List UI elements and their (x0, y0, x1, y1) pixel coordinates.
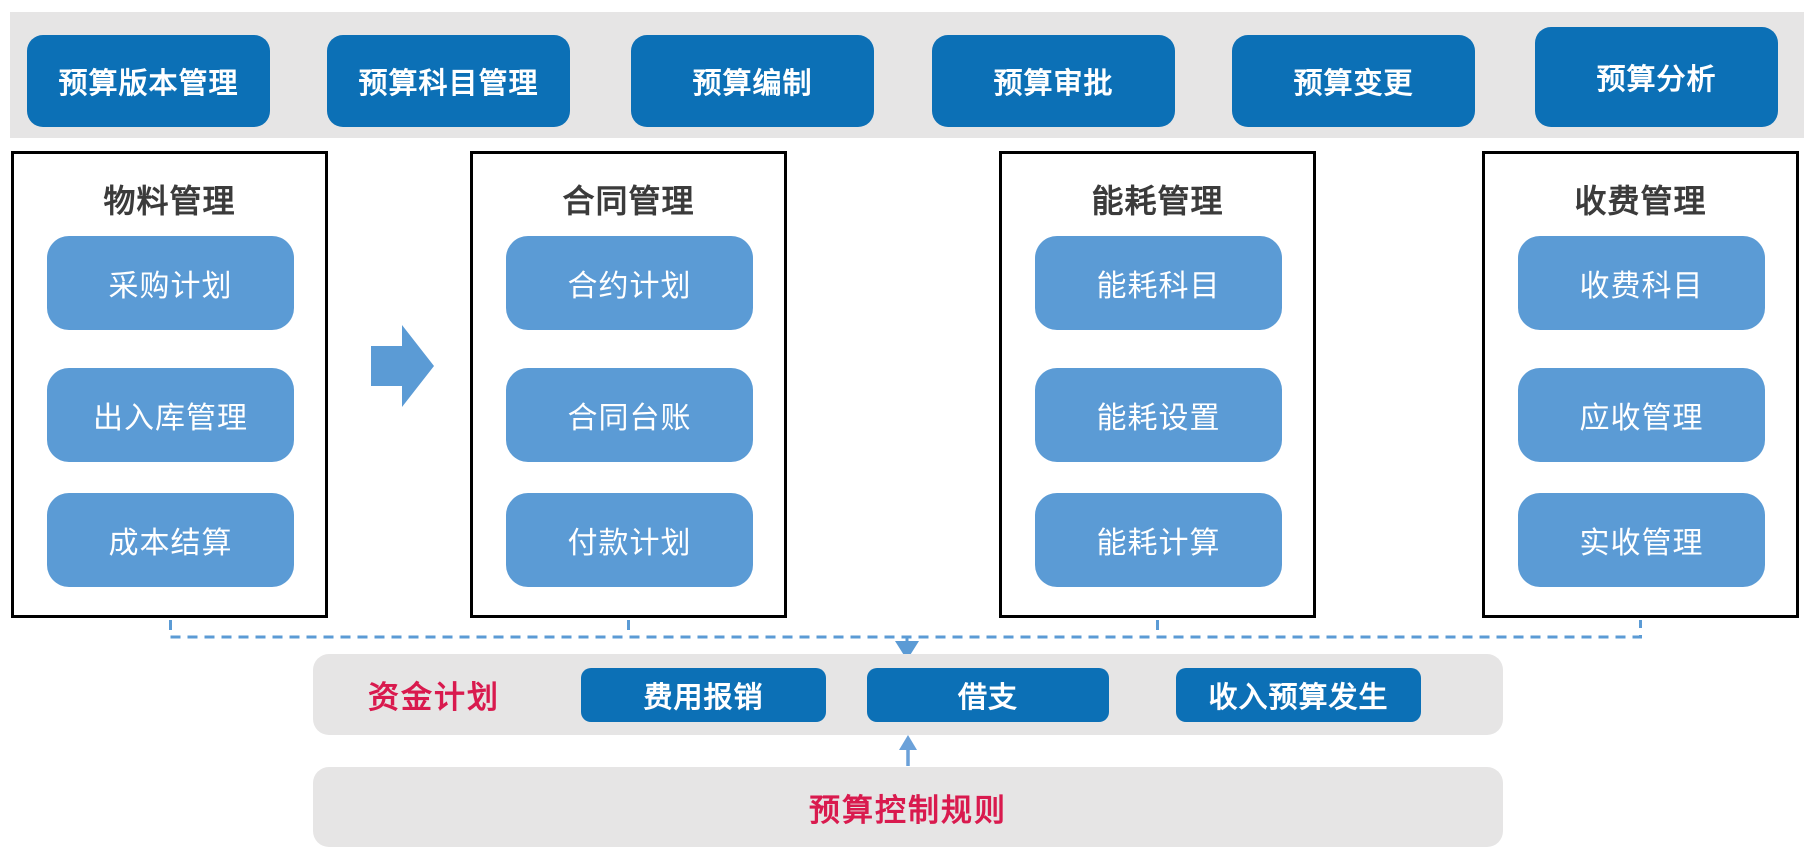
module-item[interactable]: 合约计划 (506, 236, 753, 330)
funding-plan-bar: 资金计划 费用报销 借支 收入预算发生 (313, 654, 1503, 735)
module-item[interactable]: 应收管理 (1518, 368, 1765, 462)
module-item[interactable]: 收费科目 (1518, 236, 1765, 330)
band-button-budget-analysis[interactable]: 预算分析 (1535, 27, 1778, 127)
band-button-budget-subject[interactable]: 预算科目管理 (327, 35, 570, 127)
band-button-budget-version[interactable]: 预算版本管理 (27, 35, 270, 127)
module-item[interactable]: 付款计划 (506, 493, 753, 587)
band-button-budget-approval[interactable]: 预算审批 (932, 35, 1175, 127)
module-item[interactable]: 出入库管理 (47, 368, 294, 462)
module-box-contract: 合同管理 合约计划 合同台账 付款计划 (470, 151, 787, 618)
module-item[interactable]: 采购计划 (47, 236, 294, 330)
module-item[interactable]: 实收管理 (1518, 493, 1765, 587)
band-button-budget-compile[interactable]: 预算编制 (631, 35, 874, 127)
module-item[interactable]: 能耗计算 (1035, 493, 1282, 587)
funding-button-advance[interactable]: 借支 (867, 668, 1109, 722)
module-item[interactable]: 合同台账 (506, 368, 753, 462)
up-arrow-icon (899, 735, 917, 750)
module-title: 合同管理 (562, 183, 695, 219)
module-title: 物料管理 (103, 183, 236, 219)
module-item[interactable]: 能耗设置 (1035, 368, 1282, 462)
budget-control-label: 预算控制规则 (809, 792, 1007, 828)
funding-button-income-budget[interactable]: 收入预算发生 (1176, 668, 1421, 722)
connector-dashed-line (169, 620, 1642, 642)
module-item[interactable]: 成本结算 (47, 493, 294, 587)
flow-arrow-icon (371, 325, 434, 407)
funding-plan-label: 资金计划 (368, 680, 500, 715)
module-title: 能耗管理 (1091, 183, 1224, 219)
funding-button-expense-reimburse[interactable]: 费用报销 (581, 668, 826, 722)
budget-process-band: 预算版本管理 预算科目管理 预算编制 预算审批 预算变更 预算分析 (10, 12, 1804, 138)
module-title: 收费管理 (1574, 183, 1707, 219)
module-box-charging: 收费管理 收费科目 应收管理 实收管理 (1482, 151, 1799, 618)
budget-control-bar: 预算控制规则 (313, 767, 1503, 847)
module-box-material: 物料管理 采购计划 出入库管理 成本结算 (11, 151, 328, 618)
band-button-budget-change[interactable]: 预算变更 (1232, 35, 1475, 127)
module-box-energy: 能耗管理 能耗科目 能耗设置 能耗计算 (999, 151, 1316, 618)
module-item[interactable]: 能耗科目 (1035, 236, 1282, 330)
